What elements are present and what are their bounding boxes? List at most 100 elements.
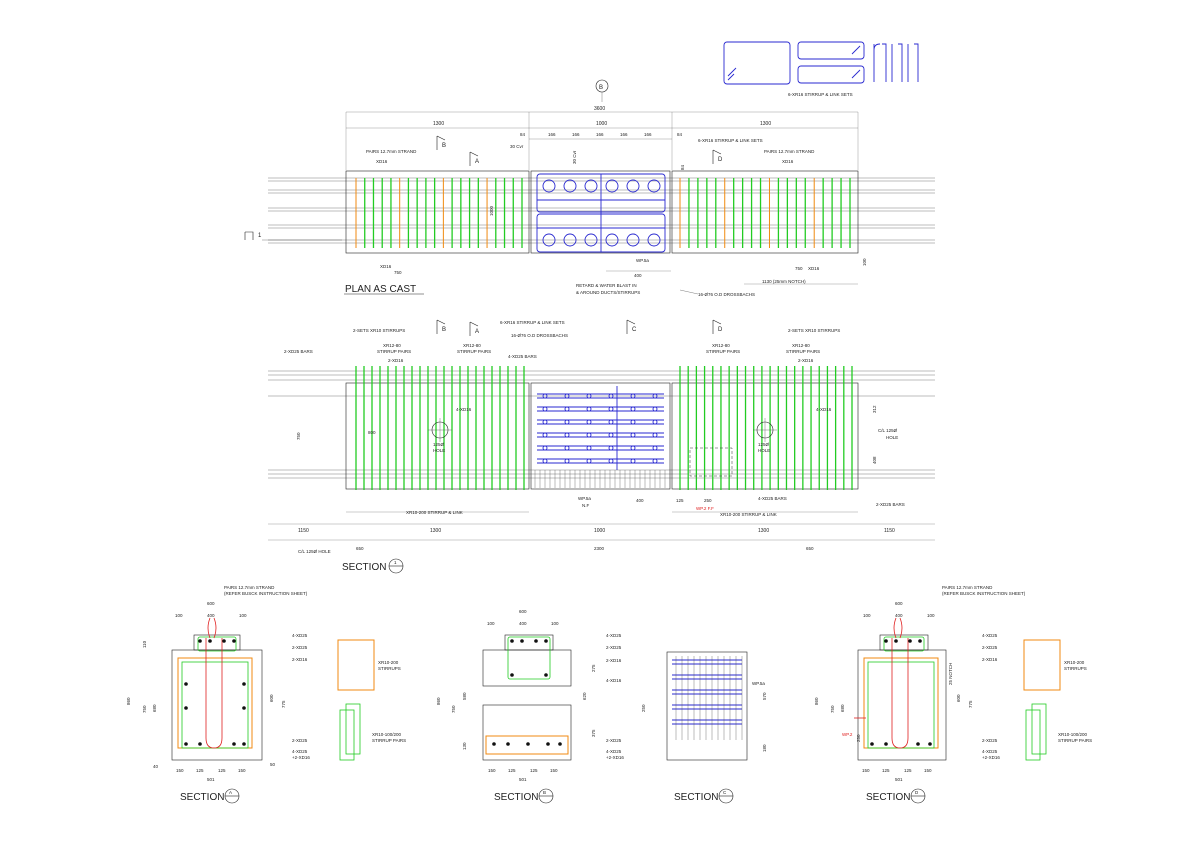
plan-spacing-1: 166 [548,132,556,137]
sec-d-b125: 125 [882,768,890,773]
plan-central-cage [536,173,666,253]
sec-b-w600: 600 [519,609,527,614]
gridline-label: B [599,85,603,91]
sec-b-h130: 130 [462,742,467,750]
elev-dim-2300: 2300 [594,546,605,551]
legend-link-bottom [797,65,865,84]
plan-spacing-4: 166 [620,132,628,137]
sec-a-legend-pair-2 [345,703,361,755]
cage-node [564,393,570,399]
legend-ties [873,43,919,82]
elev-dim-408: 408 [872,456,877,464]
plan-right-block [671,170,859,254]
cage-node [652,445,658,451]
sec-b-xd16-2: 2-XD16 [606,658,622,663]
sec-a-h860: 860 [126,697,131,705]
sec-a-legend-stirrup-label: XR10-200 [378,660,399,665]
elev-xd25-right: 2-XD25 BARS [876,502,905,507]
elev-stirrups-left: 2-SETS XR10 STIRRUPS [353,328,405,333]
elev-dim-1150-left: 1150 [298,528,309,534]
elev-xd16-4-left: 4-XD16 [456,407,472,412]
sec-a-xd25-4: 4-XD25 [292,633,308,638]
elev-hole-right-label: HOLE [758,448,770,453]
plan-section-d: D [718,157,723,163]
cage-node [630,393,636,399]
elevation-view: B A C D 2-SETS XR10 STIRRUPS 2-SETS XR10… [268,319,935,574]
cage-node [586,393,592,399]
elev-xd16-4-right: 4-XD16 [816,407,832,412]
cage-node [652,393,658,399]
sec-c-h250: 250 [641,704,646,712]
elev-xr12-3: XR12-80 [712,343,730,348]
elev-title: SECTION [342,562,386,573]
sec-b-xd25-2: 2-XD25 [606,645,622,650]
sec-d-xd16-plus: +2-XD16 [982,755,1000,760]
sec-b-w400: 400 [519,621,527,626]
cage-node [608,432,614,438]
sec-d-legend-stirrup-label: XR10-200 [1064,660,1085,665]
stirrup-legend: 6-XR16 STIRRUP & LINK SETS [723,41,919,97]
duct [584,233,598,247]
sec-d-legend-pair-1 [1025,709,1041,761]
sec-b-w100b: 100 [551,621,559,626]
sec-a-h680: 680 [152,704,157,712]
cage-node [542,445,548,451]
sec-d-w600: 600 [895,601,903,606]
sec-b-xd16-4: 4-XD16 [606,678,622,683]
cage-node [608,406,614,412]
sec-b-h375: 375 [591,729,596,737]
sec-b-b501: 501 [519,777,527,782]
cage-node [608,445,614,451]
sec-a-legend-pairs-label2: STIRRUP PAIRS [372,738,406,743]
sec-b-b150b: 150 [550,768,558,773]
plan-stirrup-sets: 6-XR16 STIRRUP & LINK SETS [698,138,763,143]
plan-left-block [345,170,530,254]
elev-section-c: C [632,327,637,333]
sec-d-legend-pairs-label2: STIRRUP PAIRS [1058,738,1092,743]
cage-node [542,432,548,438]
sec-d-w400: 400 [895,613,903,618]
sec-a-tag: A [229,790,232,795]
cage-node [564,419,570,425]
elev-right-stirrups [679,366,853,490]
sec-b-bottom [482,704,572,761]
elev-hole-right-size: 125Ø [758,442,770,447]
sec-a-h600: 600 [269,694,274,702]
plan-dim-750-right: 750 [795,266,803,271]
sec-a-w100: 100 [175,613,183,618]
cage-node [542,419,548,425]
cage-node [630,458,636,464]
plan-dim-400: 400 [634,273,642,278]
cage-node [608,419,614,425]
elev-stirrup-sets: 6-XR16 STIRRUP & LINK SETS [500,320,565,325]
cage-node [630,432,636,438]
legend-label: 6-XR16 STIRRUP & LINK SETS [788,92,853,97]
cage-node [586,406,592,412]
sec-b-b125b: 125 [530,768,538,773]
sec-a-legend-stirrup-label2: STIRRUPS [378,666,401,671]
plan-cvr-left: 84 [520,132,526,137]
sec-a-refer: (REFER BUSCK INSTRUCTION SHEET) [224,591,308,596]
elev-mid-hatch [534,470,666,488]
elev-link-right: XR10-200 STIRRUP & LINK [720,512,777,517]
plan-spacing-2: 166 [572,132,580,137]
legend-hook [727,67,737,81]
cage-node [652,406,658,412]
sec-d-wp2: WP.2 [842,732,853,737]
elev-nf: N.F [582,503,590,508]
elev-dim-400: 400 [636,498,644,503]
elev-cl-hole: C/L 125Ø [878,428,898,433]
sec-b-h750: 750 [451,705,456,713]
sec-a-b150b: 150 [238,768,246,773]
sec-a-w400: 400 [207,613,215,618]
sec-d-b501: 501 [895,777,903,782]
duct [542,179,556,193]
elev-wp2-box [689,447,733,477]
cage-node [564,406,570,412]
plan-dim-750: 750 [394,270,402,275]
section-c-view: WP.5a 570 180 250 SECTION C [641,651,767,804]
sec-d-notch: 25 NOTCH [948,663,953,685]
cage-node [630,419,636,425]
sec-d-refer: (REFER BUSCK INSTRUCTION SHEET) [942,591,1026,596]
